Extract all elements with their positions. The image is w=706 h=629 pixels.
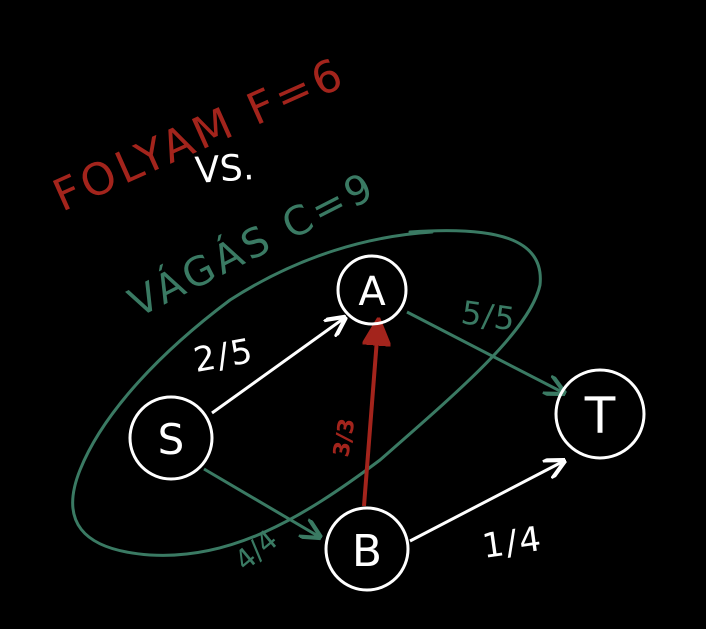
node-b-label: B [352, 526, 382, 577]
edge-s-b-label: 4/4 [228, 523, 284, 577]
edge-b-t [409, 462, 562, 543]
edge-b-t-label: 1/4 [480, 519, 546, 567]
edge-a-t [406, 310, 562, 392]
node-s-label: S [158, 415, 185, 464]
edge-b-a-label: 3/3 [329, 417, 360, 459]
cut-enclosure [71, 229, 542, 557]
versus-label: VS. [194, 147, 256, 192]
node-a: A [336, 254, 408, 326]
edge-b-a [362, 326, 378, 507]
node-b: B [324, 506, 410, 592]
node-t: T [554, 368, 646, 460]
edge-a-t-label: 5/5 [459, 293, 518, 338]
edge-s-b [203, 467, 318, 536]
edge-s-a-label: 2/5 [191, 331, 258, 381]
node-a-label: A [358, 269, 386, 315]
node-t-label: T [584, 387, 616, 445]
edge-s-a [211, 319, 343, 415]
node-s: S [128, 395, 214, 481]
